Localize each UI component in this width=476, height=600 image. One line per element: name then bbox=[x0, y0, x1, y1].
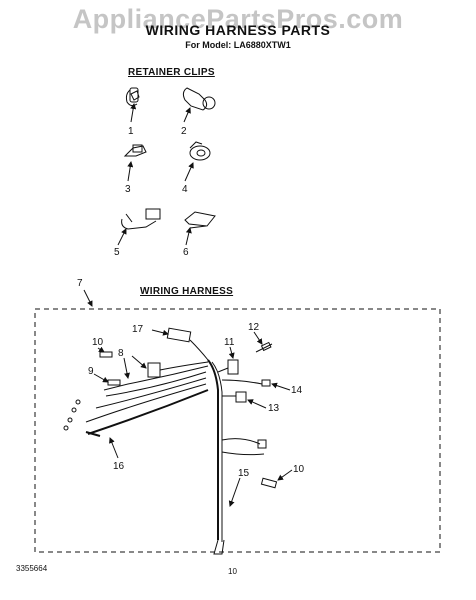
page-number: 10 bbox=[228, 567, 237, 576]
callout-1: 1 bbox=[128, 126, 134, 137]
retainer-clip-2 bbox=[182, 87, 216, 123]
retainer-clip-1 bbox=[125, 87, 140, 123]
callout-9: 9 bbox=[88, 366, 94, 377]
watermark: AppliancePartsPros.com bbox=[72, 4, 404, 34]
callout-7-leader bbox=[83, 289, 93, 307]
callout-15: 15 bbox=[238, 468, 250, 479]
retainer-clip-3 bbox=[123, 144, 147, 182]
part-number: 3355664 bbox=[16, 564, 48, 573]
retainer-clip-6 bbox=[184, 211, 216, 246]
callout-8: 8 bbox=[118, 348, 124, 359]
callout-11: 11 bbox=[224, 337, 235, 348]
callout-7: 7 bbox=[77, 278, 83, 289]
callout-10-top: 10 bbox=[92, 337, 104, 348]
model-subtitle: For Model: LA6880XTW1 bbox=[185, 40, 291, 50]
callout-5: 5 bbox=[114, 247, 120, 258]
page-title: WIRING HARNESS PARTS bbox=[145, 22, 331, 38]
callout-6: 6 bbox=[183, 247, 189, 258]
callout-17: 17 bbox=[132, 324, 144, 335]
callout-4: 4 bbox=[182, 184, 188, 195]
callout-14: 14 bbox=[291, 385, 303, 396]
callout-2: 2 bbox=[181, 126, 187, 137]
harness-boundary bbox=[34, 308, 441, 553]
wiring-harness-heading: WIRING HARNESS bbox=[140, 286, 234, 297]
callout-13: 13 bbox=[268, 403, 280, 414]
retainer-clip-4 bbox=[184, 141, 211, 182]
callout-12: 12 bbox=[248, 322, 260, 333]
callout-3: 3 bbox=[125, 184, 131, 195]
wiring-harness bbox=[63, 327, 293, 555]
callout-16: 16 bbox=[113, 461, 125, 472]
retainer-clips-heading: RETAINER CLIPS bbox=[128, 67, 215, 78]
retainer-clip-5 bbox=[117, 208, 161, 246]
callout-10-bottom: 10 bbox=[293, 464, 305, 475]
